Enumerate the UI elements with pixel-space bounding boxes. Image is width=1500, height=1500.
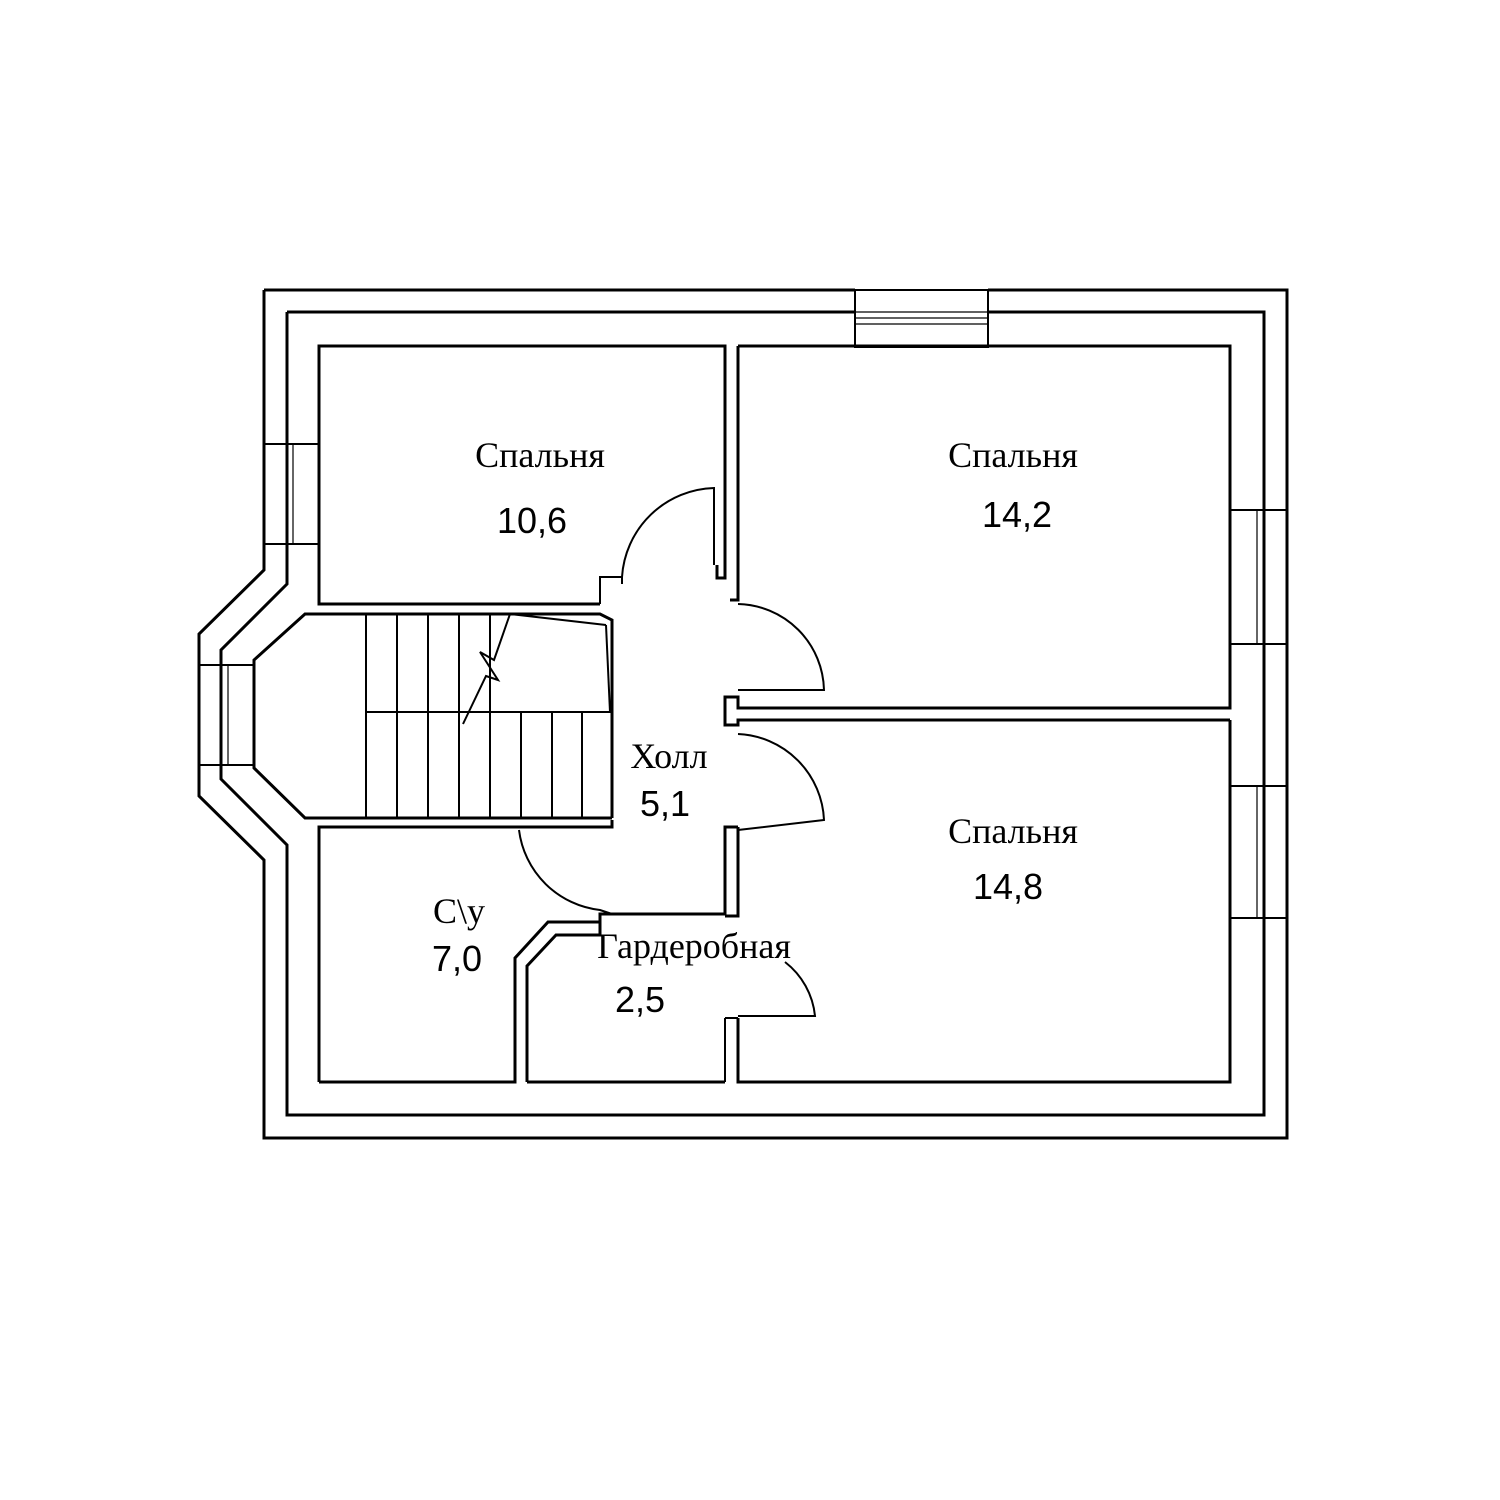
hall-area: 5,1 [640, 783, 690, 824]
window-right-upper [1229, 509, 1288, 645]
bathroom-door-arc [518, 829, 613, 915]
bedroom-3-door-arc [737, 733, 826, 831]
bedroom-3-area: 14,8 [973, 866, 1043, 907]
bedroom-2-wall-left [730, 346, 740, 602]
window-right-lower [1229, 785, 1288, 919]
stair-treads-lower [396, 712, 583, 818]
wardrobe-name: Гардеробная [597, 926, 791, 966]
bedroom-1-name: Спальня [475, 435, 605, 475]
hall-name: Холл [630, 736, 707, 776]
bedroom-1-walls [317, 344, 727, 606]
bedroom-2-area: 14,2 [982, 494, 1052, 535]
exterior-wall-outer [197, 288, 1289, 1140]
bedroom-2-door-arc [737, 603, 826, 691]
bedroom-1-door-arc [621, 486, 715, 578]
bedroom-1-door-jamb [599, 576, 623, 604]
bathroom-name: С\у [433, 891, 485, 931]
wardrobe-door-jamb [724, 1017, 738, 1082]
stair-treads-upper [365, 613, 612, 818]
window-bay [198, 664, 255, 766]
wardrobe-area: 2,5 [615, 979, 665, 1020]
wardrobe-walls [525, 912, 725, 1084]
stair-enclosure [252, 612, 614, 820]
bedroom-2-walls [723, 344, 1232, 727]
bathroom-left-wall [317, 820, 614, 1082]
wardrobe-door-arc [738, 961, 817, 1017]
bedroom-3-walls [725, 720, 1232, 1084]
window-left-upper [263, 443, 320, 545]
window-top [854, 289, 989, 348]
bathroom-area: 7,0 [432, 938, 482, 979]
bedroom-1-area: 10,6 [497, 500, 567, 541]
exterior-wall-inner [219, 310, 1266, 1117]
stair-break-line [462, 613, 511, 725]
bedroom-2-name: Спальня [948, 435, 1078, 475]
bedroom-3-name: Спальня [948, 811, 1078, 851]
